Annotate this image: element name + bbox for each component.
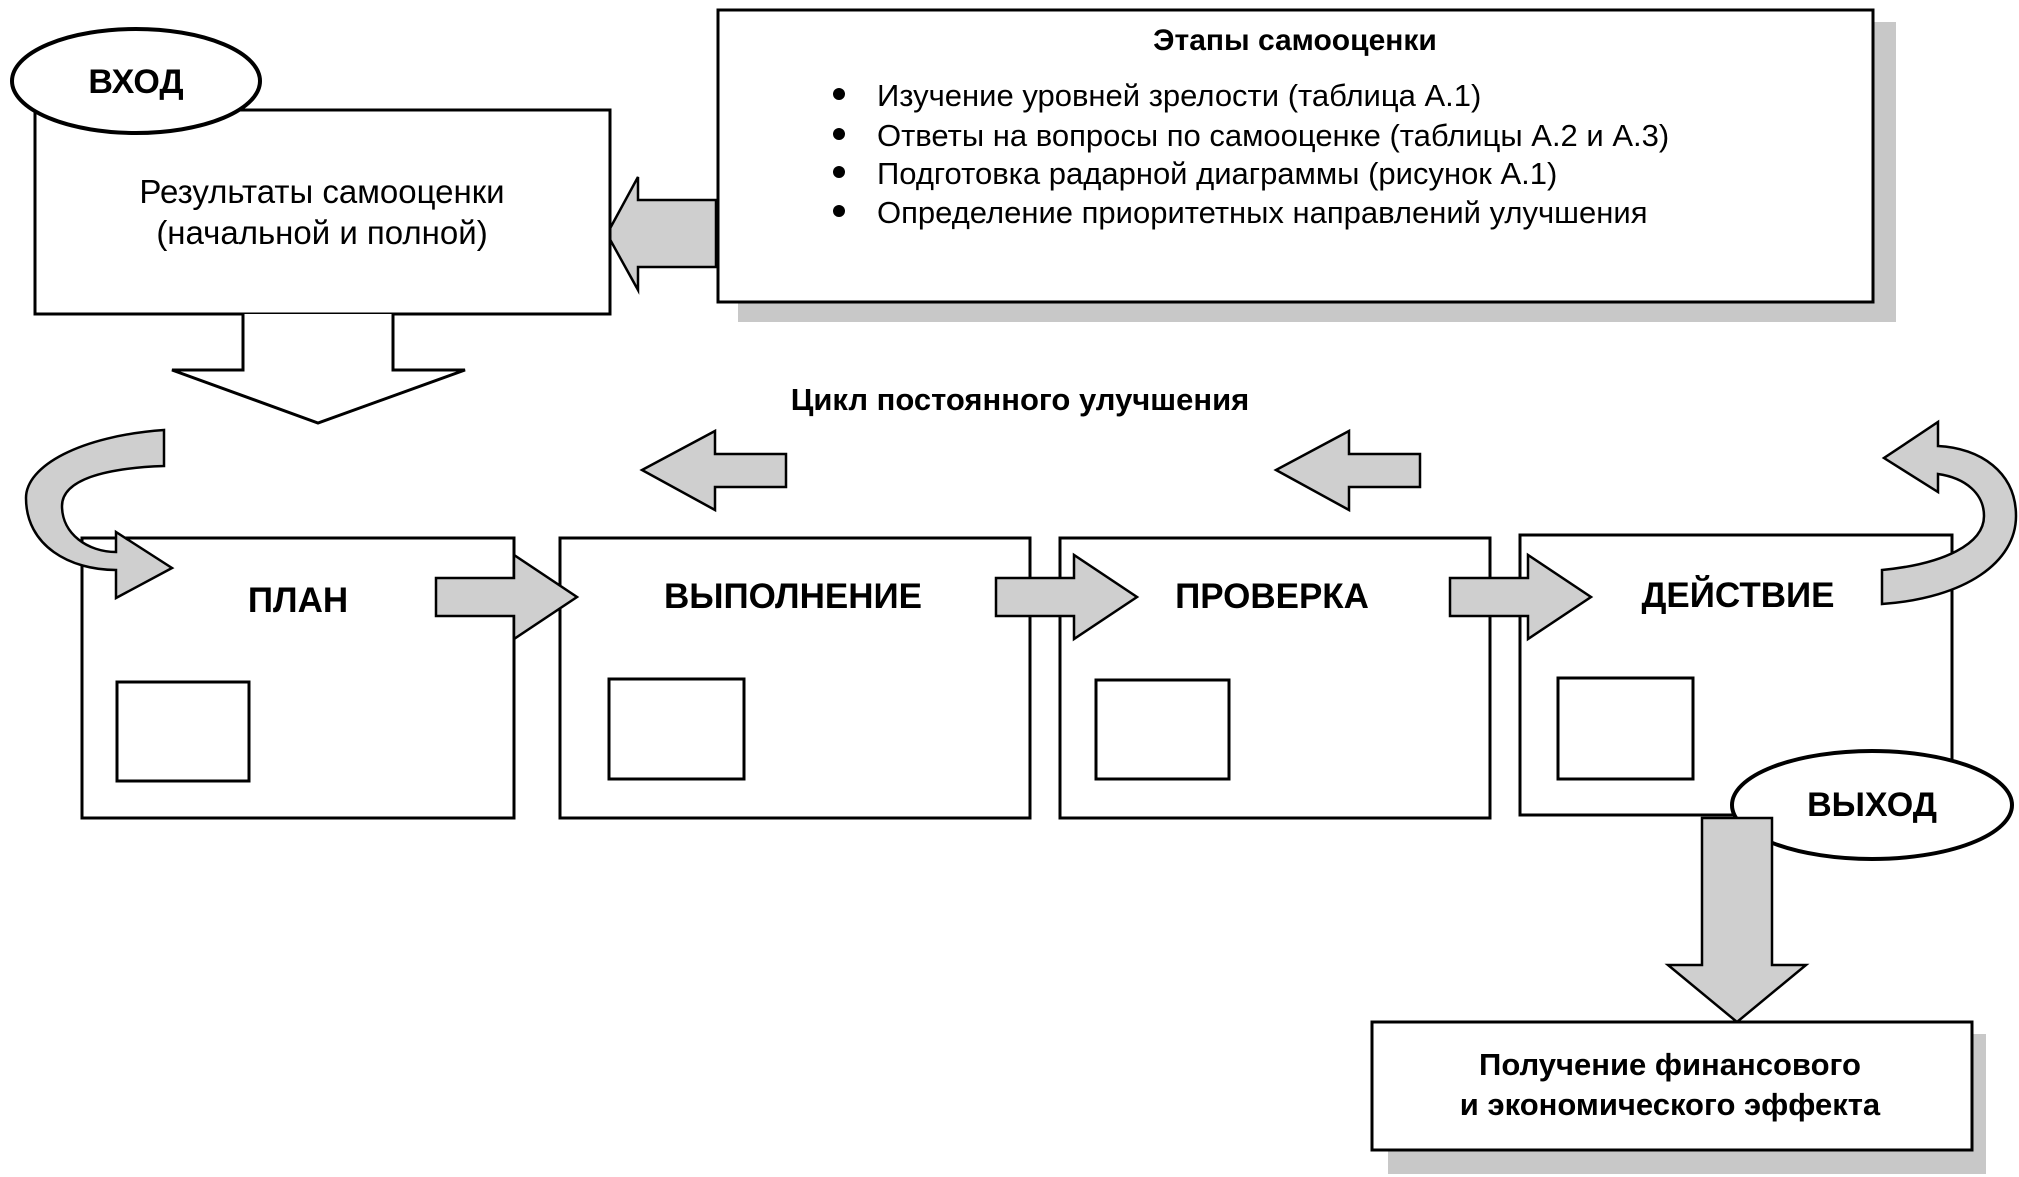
results-line-2: (начальной и полной) <box>156 214 487 251</box>
stage-item-4: Определение приоритетных направлений улу… <box>877 195 1648 230</box>
cycle-title: Цикл постоянного улучшения <box>791 382 1250 417</box>
stages-list: Изучение уровней зрелости (таблица А.1) … <box>833 78 1669 230</box>
do-to-check-arrow <box>994 552 1140 642</box>
phase-act-inner-box <box>1556 676 1695 781</box>
result-line-1: Получение финансового <box>1479 1047 1861 1082</box>
output-ellipse: ВЫХОД <box>1730 749 2014 861</box>
phase-do-label: ВЫПОЛНЕНИЕ <box>664 577 922 616</box>
phase-do-inner-box <box>607 677 746 781</box>
cycle-back-arrow-right <box>1273 428 1422 513</box>
stages-to-results-arrow <box>605 176 718 295</box>
stage-item-2: Ответы на вопросы по самооценке (таблицы… <box>877 118 1669 153</box>
plan-to-do-arrow <box>434 552 580 642</box>
check-to-act-arrow <box>1448 552 1594 642</box>
cycle-back-arrow-left <box>639 428 788 513</box>
cycle-exit-curved-arrow <box>1880 419 2018 606</box>
output-down-arrow <box>1664 816 1810 1024</box>
phase-check-inner-box <box>1094 678 1231 781</box>
phase-check-label: ПРОВЕРКА <box>1175 577 1369 616</box>
bullet-1 <box>833 88 845 100</box>
input-label: ВХОД <box>88 63 183 101</box>
input-ellipse: ВХОД <box>10 27 262 135</box>
phase-act-label: ДЕЙСТВИЕ <box>1642 575 1835 615</box>
phase-plan-inner-box <box>115 680 251 783</box>
stages-title: Этапы самооценки <box>1153 24 1437 57</box>
bullet-3 <box>833 166 845 178</box>
results-line-1: Результаты самооценки <box>139 173 504 210</box>
stage-item-1: Изучение уровней зрелости (таблица А.1) <box>877 78 1481 113</box>
stage-item-3: Подготовка радарной диаграммы (рисунок А… <box>877 156 1557 191</box>
bullet-2 <box>833 128 845 140</box>
phase-plan-label: ПЛАН <box>248 581 348 620</box>
phase-do-box: ВЫПОЛНЕНИЕ <box>558 536 1032 820</box>
stages-box: Этапы самооценки Изучение уровней зрелос… <box>716 8 1896 322</box>
financial-result-box: Получение финансового и экономического э… <box>1370 1020 1986 1174</box>
cycle-entry-curved-arrow <box>24 428 175 601</box>
phase-check-box: ПРОВЕРКА <box>1058 536 1492 820</box>
result-line-2: и экономического эффекта <box>1460 1087 1881 1122</box>
output-label: ВЫХОД <box>1807 786 1937 824</box>
bullet-4 <box>833 205 845 217</box>
results-down-arrow <box>171 314 466 425</box>
results-box: Результаты самооценки (начальной и полно… <box>33 108 612 316</box>
